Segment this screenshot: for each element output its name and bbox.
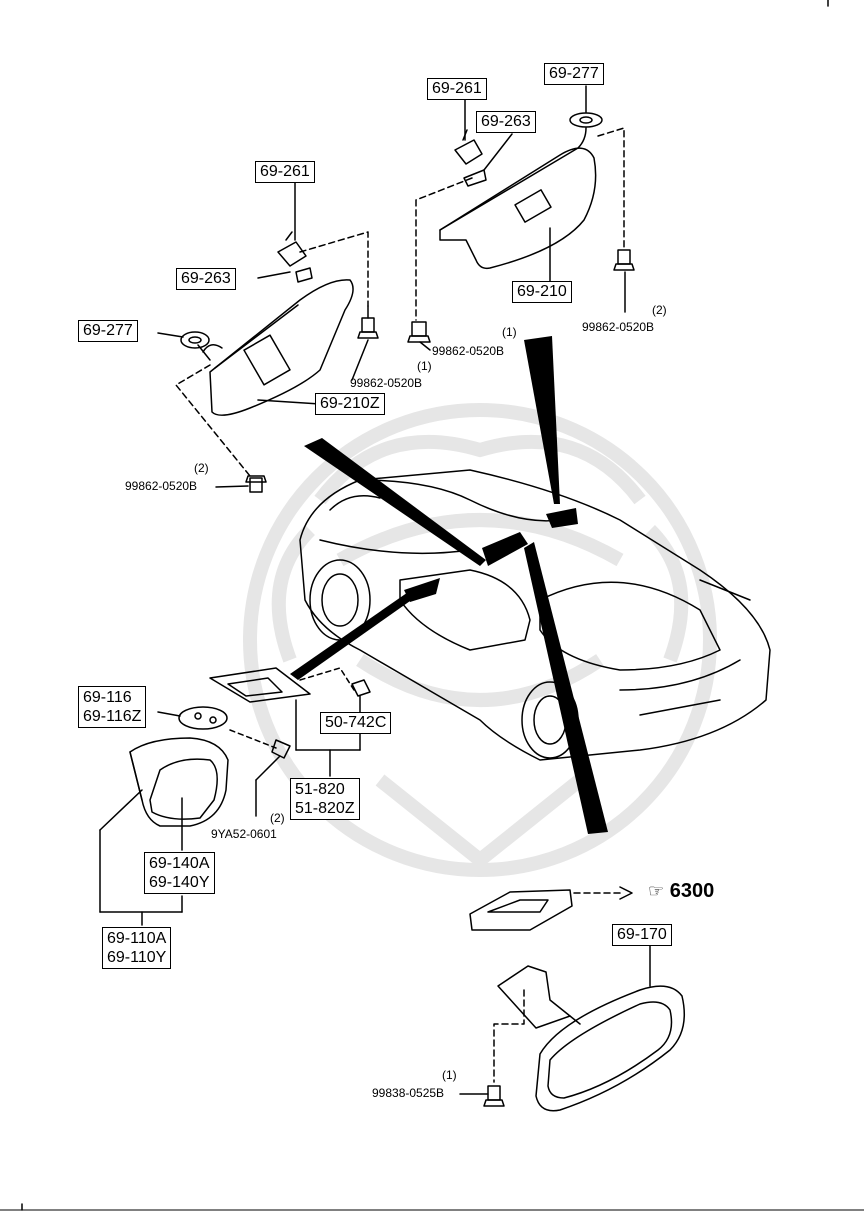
watermark-emblem-icon (243, 403, 717, 877)
part-label-left-visor-retainer: 69-263 (176, 268, 236, 290)
callout-wedges (290, 336, 608, 834)
vehicle-outline-icon (299, 469, 771, 761)
ref-right-left-screw: 99862-0520B (432, 344, 505, 358)
door-mirror-cover-icon (209, 667, 311, 703)
qty-left-lower-screw: (2) (194, 461, 209, 475)
ref-rearview-screw: 99838-0525B (372, 1086, 445, 1100)
part-label-right-visor-retainer: 69-263 (476, 111, 536, 133)
sun-visor-left-icon (197, 279, 354, 416)
part-label-door-mirror: 69-110A 69-110Y (102, 927, 172, 969)
mirror-clip-icon (351, 679, 371, 697)
rearview-screw-icon (483, 1085, 505, 1107)
qty-mirror-screw: (2) (270, 811, 285, 825)
qty-right-left-screw: (1) (417, 359, 432, 373)
part-label-rearview-mirror: 69-170 (612, 924, 672, 946)
rearview-mirror-icon (497, 965, 685, 1112)
screw-right-right-icon (613, 249, 635, 271)
ref-mirror-screw: 9YA52-0601 (211, 827, 277, 841)
visor-holder-right-icon (569, 112, 603, 128)
dome-light-icon (469, 889, 573, 931)
door-mirror-icon (129, 737, 229, 827)
part-label-left-visor-holder: 69-277 (78, 320, 138, 342)
part-label-mirror-base: 69-116 69-116Z (78, 686, 147, 728)
part-label-mirror-glass: 69-140A 69-140Y (144, 852, 215, 894)
section-number: 6300 (669, 880, 715, 902)
part-label-left-visor-clip: 69-261 (255, 161, 315, 183)
mirror-screw-icon (229, 729, 291, 759)
visor-clip-right-icon (454, 129, 487, 187)
part-label-mirror-cover: 51-820 51-820Z (290, 778, 360, 820)
part-label-right-visor-holder: 69-277 (544, 63, 604, 85)
screw-left-top-icon (357, 305, 379, 339)
mirror-base-icon (178, 706, 228, 730)
part-label-mirror-clip: 50-742C (320, 712, 392, 734)
pointing-hand-icon: ☞ (648, 881, 665, 901)
sun-visor-right-icon (439, 127, 597, 270)
visor-clip-left-icon (277, 231, 313, 283)
visor-holder-left-icon (180, 331, 210, 349)
qty-rearview-screw: (1) (442, 1068, 457, 1082)
qty-right-callout: (1) (502, 325, 517, 339)
part-label-right-visor-clip: 69-261 (427, 78, 487, 100)
ref-right-right-screw: 99862-0520B (582, 320, 655, 334)
part-label-right-visor: 69-210 (512, 281, 572, 303)
ref-left-upper-screw: 99862-0520B (350, 376, 423, 390)
part-label-left-visor: 69-210Z (315, 393, 385, 415)
qty-right-right-screw: (2) (652, 303, 667, 317)
ref-left-lower-screw: 99862-0520B (125, 479, 198, 493)
section-reference: ☞ 6300 (648, 880, 714, 903)
screw-left-bottom-icon (245, 475, 267, 493)
screw-right-left-icon (407, 321, 431, 343)
